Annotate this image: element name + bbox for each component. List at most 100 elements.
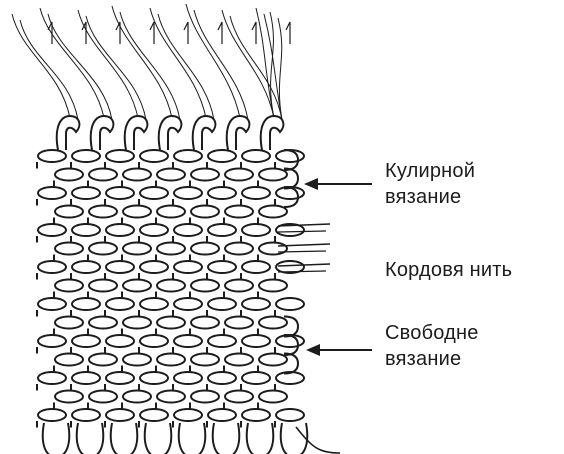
stitch (72, 372, 100, 384)
bottom-loop (213, 423, 240, 454)
stitch (55, 317, 83, 329)
stitch (191, 243, 219, 255)
label-arrows (304, 178, 372, 356)
yarn-strand (12, 14, 70, 118)
stitch (191, 354, 219, 366)
stitch (208, 298, 236, 310)
stitch (72, 224, 100, 236)
label-svobodnoe-line1: Свободне (385, 320, 479, 346)
stitch (242, 298, 270, 310)
stitch (157, 243, 185, 255)
stitch (38, 298, 66, 310)
stitch (123, 169, 151, 181)
stitch (55, 354, 83, 366)
needle-tick (184, 22, 188, 44)
stitch (225, 169, 253, 181)
arrowhead-svobodne (306, 344, 320, 356)
stitch (72, 298, 100, 310)
stitch (38, 187, 66, 199)
needle-tick (286, 22, 290, 44)
stitch (191, 391, 219, 403)
stitch (208, 150, 236, 162)
stitch (38, 150, 66, 162)
stitch (55, 243, 83, 255)
stitch (55, 206, 83, 218)
stitch (89, 243, 117, 255)
yarn-strand (48, 14, 112, 120)
needle-tick (48, 22, 52, 44)
stitch (242, 261, 270, 273)
top-loop (159, 116, 182, 150)
top-loop (227, 116, 250, 150)
stitch (106, 224, 134, 236)
stitch (89, 280, 117, 292)
stitch (242, 335, 270, 347)
stitch (123, 280, 151, 292)
stitch (259, 354, 287, 366)
stitch (157, 317, 185, 329)
yarn-strand (20, 20, 78, 120)
stitch (89, 169, 117, 181)
stitch (208, 409, 236, 421)
stitch (140, 261, 168, 273)
stitch (106, 150, 134, 162)
needle-tick (116, 22, 120, 44)
stitch (208, 335, 236, 347)
stitch (259, 206, 287, 218)
stitch (174, 298, 202, 310)
yarn-strand (158, 14, 214, 120)
stitch (38, 335, 66, 347)
stitch (106, 187, 134, 199)
stitch (106, 298, 134, 310)
stitch (38, 409, 66, 421)
stitch (157, 354, 185, 366)
stitch (157, 280, 185, 292)
bottom-loop (179, 423, 206, 454)
stitch (157, 206, 185, 218)
stitch (174, 261, 202, 273)
needle-tick (252, 22, 256, 44)
stitch (72, 187, 100, 199)
stitch (157, 391, 185, 403)
stitch (208, 187, 236, 199)
stitch (38, 224, 66, 236)
stitch (191, 280, 219, 292)
stitch (123, 354, 151, 366)
stitch (106, 261, 134, 273)
stitch (174, 224, 202, 236)
stitch (123, 243, 151, 255)
stitch (106, 409, 134, 421)
stitch (259, 169, 287, 181)
stitch (208, 261, 236, 273)
top-loop (261, 116, 284, 150)
stitch (225, 354, 253, 366)
stitch (225, 391, 253, 403)
stitch (123, 317, 151, 329)
needle-tick (82, 22, 86, 44)
top-loop (193, 116, 216, 150)
stitch (38, 372, 66, 384)
stitch (157, 169, 185, 181)
top-loop (57, 116, 80, 150)
stitch (276, 298, 304, 310)
stitch (225, 206, 253, 218)
yarn-strand (78, 10, 138, 118)
label-kulirnoe-line1: Кулирной (385, 158, 475, 184)
stitch (106, 335, 134, 347)
label-kulirnoe-vyazanie: Кулирной вязание (385, 158, 475, 210)
needle-yarn-strands (12, 4, 290, 120)
stitch (89, 206, 117, 218)
stitch (174, 187, 202, 199)
knit-fabric-body (37, 150, 304, 438)
stitch (191, 206, 219, 218)
bottom-free-loops (43, 423, 340, 454)
yarn-strand (222, 10, 274, 118)
arrowhead-kuliry (304, 178, 318, 190)
stitch (242, 224, 270, 236)
stitch (259, 317, 287, 329)
stitch (140, 298, 168, 310)
top-needle-loops (57, 116, 284, 150)
stitch (174, 335, 202, 347)
stitch (225, 317, 253, 329)
